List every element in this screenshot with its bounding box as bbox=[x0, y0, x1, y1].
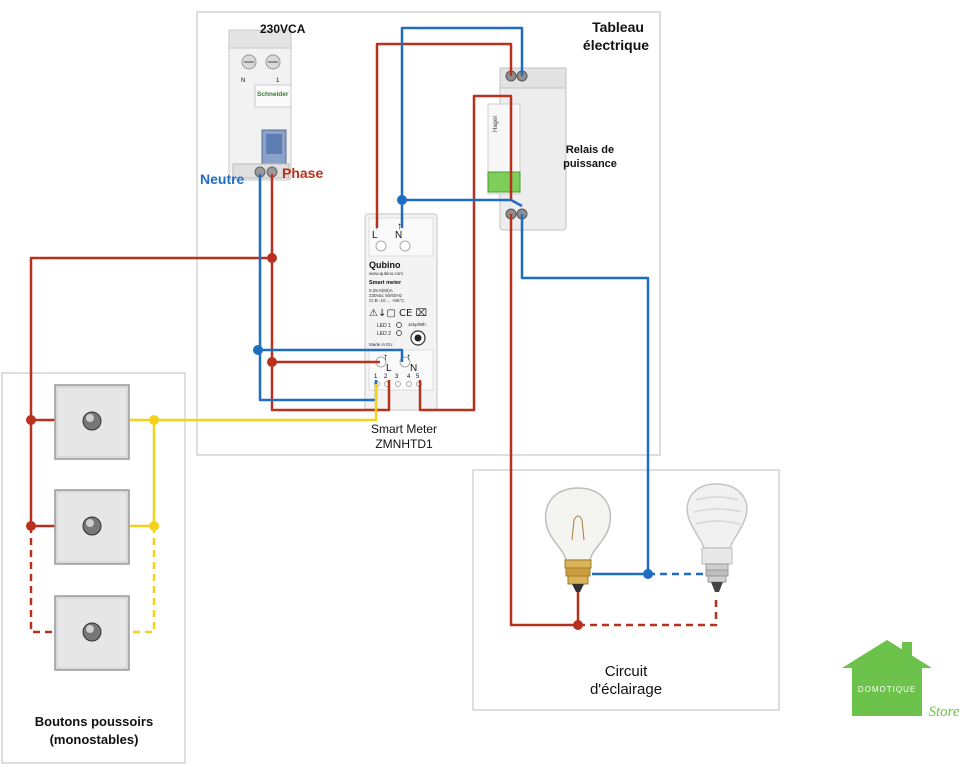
relay-brand: Hager bbox=[493, 116, 499, 132]
breaker-mark-n: N bbox=[241, 78, 245, 84]
meter-bottom-n: N bbox=[410, 363, 417, 374]
meter-label-line1: Smart Meter bbox=[371, 422, 437, 436]
meter-top-l: L bbox=[372, 230, 378, 241]
circuit-breaker: N 1 Schneider bbox=[228, 29, 292, 181]
meter-bottom-arrow-n: ↑ bbox=[406, 352, 411, 363]
meter-spec-3: CI.B -10 ... +55°C bbox=[369, 298, 405, 303]
buttons-label-line1: Boutons poussoirs bbox=[35, 714, 153, 729]
phase-wires-dashed bbox=[29, 526, 718, 634]
meter-made: Made in EU bbox=[369, 342, 393, 347]
relay-label-line1: Relais de bbox=[566, 144, 614, 156]
neutral-label: Neutre bbox=[200, 171, 245, 187]
meter-imp: 1imp/Wh bbox=[408, 322, 426, 327]
pushbutton-3 bbox=[54, 595, 130, 671]
smart-meter: ↑ ↑ L N Qubino www.qubino.com Smart mete… bbox=[364, 213, 438, 411]
pushbutton-2 bbox=[54, 489, 130, 565]
panel-title-line2: électrique bbox=[583, 37, 649, 53]
buttons-label-line2: (monostables) bbox=[50, 732, 139, 747]
logo-house-text: DOMOTIQUE bbox=[858, 685, 916, 694]
meter-brand: Qubino bbox=[369, 260, 401, 270]
panel-frame bbox=[196, 11, 661, 456]
phase-wires bbox=[29, 42, 580, 627]
breaker-brand: Schneider bbox=[257, 91, 289, 98]
led-bulb-icon bbox=[686, 483, 748, 592]
meter-pin-5: 5 bbox=[416, 374, 420, 380]
meter-bottom-arrow-l: ↑ bbox=[383, 352, 388, 363]
meter-pin-2: 2 bbox=[384, 374, 388, 380]
meter-led1: LED 1 bbox=[377, 323, 391, 329]
meter-symbols: ⚠↓▢ CE ⌧ bbox=[369, 308, 427, 319]
incandescent-bulb-icon bbox=[544, 487, 612, 592]
power-relay: Hager bbox=[487, 67, 567, 231]
meter-pin-4: 4 bbox=[407, 374, 411, 380]
pushbutton-1 bbox=[54, 384, 130, 460]
relay-label-line2: puissance bbox=[563, 158, 617, 170]
breaker-mark-1: 1 bbox=[276, 78, 280, 84]
buttons-frame bbox=[1, 372, 186, 764]
meter-pin-3: 3 bbox=[395, 374, 399, 380]
meter-spec-2: 230Vac 50/60Hz bbox=[369, 293, 403, 298]
meter-model: Smart meter bbox=[369, 280, 402, 286]
meter-top-n: N bbox=[395, 230, 402, 241]
phase-label: Phase bbox=[282, 165, 323, 181]
meter-bottom-l: L bbox=[386, 363, 392, 374]
meter-spec-1: 0.25-5(65)A bbox=[369, 288, 393, 293]
circuit-label-line2: d'éclairage bbox=[590, 681, 662, 698]
meter-pin-1: 1 bbox=[374, 374, 378, 380]
circuit-label-line1: Circuit bbox=[605, 663, 648, 680]
junctions bbox=[26, 195, 653, 630]
domotique-store-logo: DOMOTIQUE Store bbox=[842, 640, 960, 720]
voltage-label: 230VCA bbox=[260, 22, 306, 36]
meter-site: www.qubino.com bbox=[369, 271, 403, 276]
logo-script-text: Store bbox=[928, 704, 959, 720]
meter-label-line2: ZMNHTD1 bbox=[375, 437, 433, 451]
control-wires-dashed bbox=[129, 526, 156, 634]
meter-led2: LED 2 bbox=[377, 331, 391, 337]
meter-top-arrow-n: ↑ bbox=[397, 221, 402, 232]
panel-title-line1: Tableau bbox=[592, 19, 644, 35]
lighting-frame bbox=[472, 469, 780, 711]
